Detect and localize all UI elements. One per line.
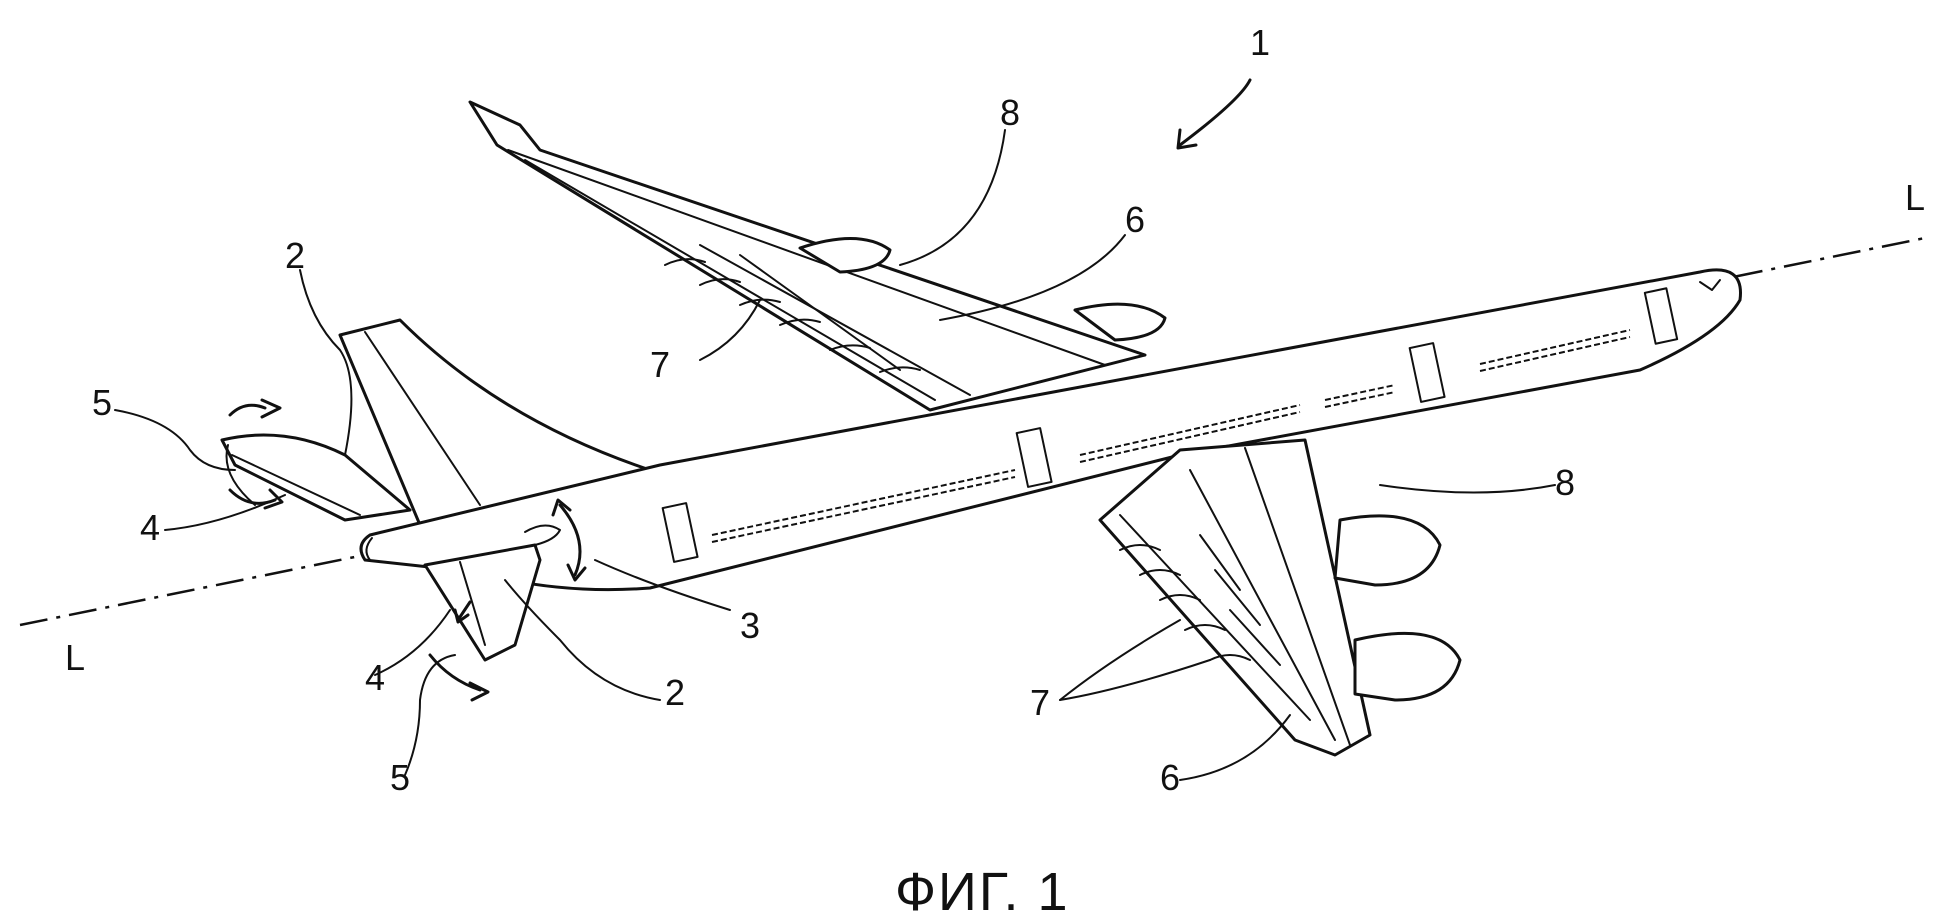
label-axis-right: L bbox=[1905, 177, 1925, 218]
label-movement-right: 5 bbox=[390, 757, 410, 798]
reference-labels: 1 8 6 7 2 5 4 3 4 2 5 8 7 6 L L bbox=[65, 22, 1925, 798]
label-tailplane-left: 2 bbox=[285, 235, 305, 276]
label-tailplane-right: 2 bbox=[665, 672, 685, 713]
lower-wing-flap-fairings bbox=[1119, 544, 1251, 661]
label-pivot: 3 bbox=[740, 605, 760, 646]
right-tailplane bbox=[423, 524, 561, 662]
label-flaps-lower: 7 bbox=[1030, 682, 1050, 723]
label-wing-upper: 6 bbox=[1125, 199, 1145, 240]
label-elevator-left: 4 bbox=[140, 507, 160, 548]
label-elevator-right: 4 bbox=[365, 657, 385, 698]
upper-wing bbox=[468, 100, 1167, 412]
label-axis-left: L bbox=[65, 637, 85, 678]
lower-wing bbox=[1098, 438, 1462, 757]
left-tailplane bbox=[220, 433, 412, 522]
fuselage bbox=[359, 268, 1742, 592]
label-flaps-upper: 7 bbox=[650, 344, 670, 385]
label-movement-left: 5 bbox=[92, 382, 112, 423]
label-leading-edge-lower: 8 bbox=[1555, 462, 1575, 503]
label-wing-lower: 6 bbox=[1160, 757, 1180, 798]
label-aircraft: 1 bbox=[1250, 22, 1270, 63]
figure-caption: ФИГ. 1 bbox=[895, 862, 1070, 920]
leader-lines bbox=[114, 129, 1556, 781]
vertical-fin bbox=[338, 318, 652, 527]
upper-wing-flap-fairings bbox=[664, 258, 921, 373]
label-leading-edge-upper: 8 bbox=[1000, 92, 1020, 133]
